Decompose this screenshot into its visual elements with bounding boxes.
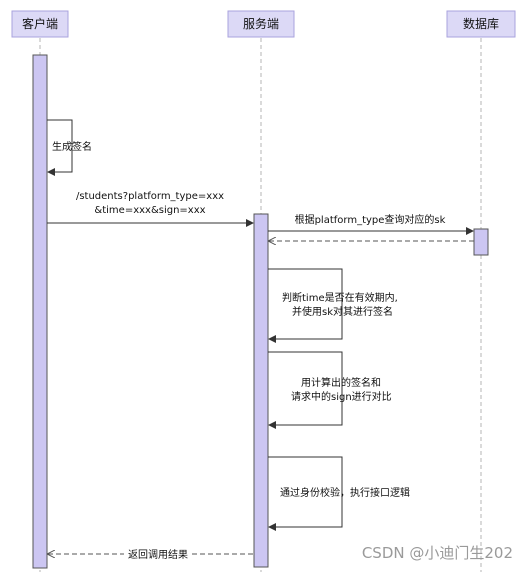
watermark: CSDN @小迪门生202 [362,544,513,562]
label-server-step1-line2: 并使用sk对其进行签名 [292,305,393,318]
participant-db-label: 数据库 [463,16,499,31]
participant-db: 数据库 [446,10,516,38]
label-server-step1-line1: 判断time是否在有效期内, [282,291,398,304]
label-client-sign: 生成签名 [52,140,92,153]
self-call-server-step3 [268,456,343,531]
activation-server [253,213,269,568]
label-server-step2-line1: 用计算出的签名和 [301,376,381,389]
participant-server-label: 服务端 [243,16,279,31]
label-db-query: 根据platform_type查询对应的sk [295,213,446,226]
participant-client: 客户端 [11,10,69,38]
label-server-step2-line2: 请求中的sign进行对比 [291,390,392,403]
label-return-bg [124,547,192,561]
label-request-line1: /students?platform_type=xxx [76,191,224,202]
activation-client [32,54,48,569]
self-call-client-sign [47,119,73,176]
self-call-server-step1 [268,268,343,343]
activation-db [473,228,489,256]
participant-server: 服务端 [227,10,295,38]
participant-client-label: 客户端 [22,16,58,31]
label-server-step3: 通过身份校验，执行接口逻辑 [280,486,410,499]
self-call-server-step2 [268,351,343,429]
label-request-line2: &time=xxx&sign=xxx [94,205,205,216]
label-return: 返回调用结果 [128,548,188,561]
